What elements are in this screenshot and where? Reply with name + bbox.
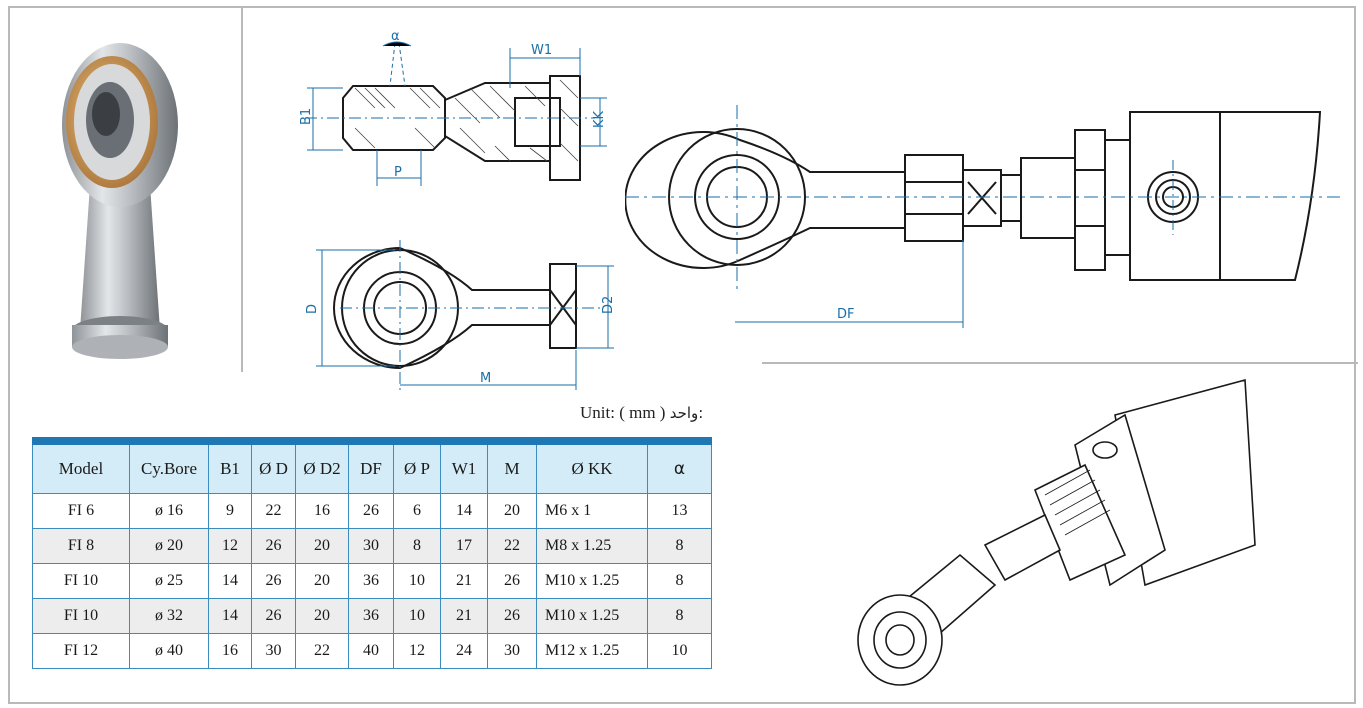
label-b1: B1 [299, 108, 314, 125]
cell-m: 20 [487, 493, 537, 529]
cell-model: FI 10 [32, 563, 130, 599]
header-w1: W1 [440, 441, 488, 494]
cell-df: 40 [348, 633, 394, 669]
cell-p: 8 [393, 528, 441, 564]
cell-df: 36 [348, 563, 394, 599]
cell-cy-bore: ø 20 [129, 528, 209, 564]
label-d: D [305, 304, 320, 314]
cell-alpha: 8 [647, 563, 712, 599]
cell-kk: M6 x 1 [536, 493, 648, 529]
cell-w1: 17 [440, 528, 488, 564]
cell-df: 36 [348, 598, 394, 634]
table-row: FI 8 ø 20 12 26 20 30 8 17 22 M8 x 1.25 … [32, 528, 712, 564]
cell-w1: 24 [440, 633, 488, 669]
divider-horizontal [762, 362, 1358, 364]
cell-alpha: 13 [647, 493, 712, 529]
cell-w1: 21 [440, 563, 488, 599]
header-model: Model [32, 441, 130, 494]
table-row: FI 10 ø 25 14 26 20 36 10 21 26 M10 x 1.… [32, 563, 712, 599]
cell-model: FI 12 [32, 633, 130, 669]
cell-d: 30 [251, 633, 296, 669]
header-m: M [487, 441, 537, 494]
cell-m: 26 [487, 598, 537, 634]
cell-d2: 20 [295, 563, 349, 599]
cell-b1: 14 [208, 563, 252, 599]
cell-d2: 22 [295, 633, 349, 669]
cell-m: 30 [487, 633, 537, 669]
cell-model: FI 10 [32, 598, 130, 634]
divider-vertical [241, 8, 243, 372]
table-row: FI 10 ø 32 14 26 20 36 10 21 26 M10 x 1.… [32, 598, 712, 634]
cell-b1: 12 [208, 528, 252, 564]
cell-p: 10 [393, 598, 441, 634]
label-alpha: α [391, 29, 400, 44]
cell-m: 26 [487, 563, 537, 599]
cell-d: 26 [251, 563, 296, 599]
label-w1: W1 [531, 43, 552, 58]
cell-b1: 9 [208, 493, 252, 529]
cell-b1: 14 [208, 598, 252, 634]
unit-persian-label: واحد: [669, 404, 704, 422]
assembly-drawing: DF [625, 105, 1340, 328]
label-df: DF [837, 307, 855, 322]
cell-p: 6 [393, 493, 441, 529]
header-b1: B1 [208, 441, 252, 494]
cell-kk: M8 x 1.25 [536, 528, 648, 564]
side-section-drawing: α B1 P W1 KK [299, 29, 607, 186]
header-alpha: α [647, 441, 712, 494]
cell-m: 22 [487, 528, 537, 564]
header-p: Ø P [393, 441, 441, 494]
unit-value: ( mm ) [619, 403, 666, 422]
front-view-drawing: D D2 M [305, 240, 616, 390]
page-frame [8, 6, 1356, 704]
cell-cy-bore: ø 16 [129, 493, 209, 529]
cell-cy-bore: ø 25 [129, 563, 209, 599]
cell-alpha: 8 [647, 598, 712, 634]
cell-df: 30 [348, 528, 394, 564]
cell-p: 10 [393, 563, 441, 599]
cell-alpha: 8 [647, 528, 712, 564]
cell-d: 22 [251, 493, 296, 529]
cell-d2: 16 [295, 493, 349, 529]
cell-df: 26 [348, 493, 394, 529]
cell-kk: M10 x 1.25 [536, 598, 648, 634]
cell-kk: M12 x 1.25 [536, 633, 648, 669]
unit-english-label: Unit: [580, 403, 615, 422]
cell-d2: 20 [295, 528, 349, 564]
cell-model: FI 8 [32, 528, 130, 564]
label-m: M [480, 371, 491, 386]
spec-table: Model Cy.Bore B1 Ø D Ø D2 DF Ø P W1 M Ø … [32, 437, 712, 669]
cell-model: FI 6 [32, 493, 130, 529]
cell-p: 12 [393, 633, 441, 669]
label-kk: KK [592, 110, 607, 128]
cell-w1: 14 [440, 493, 488, 529]
header-cy-bore: Cy.Bore [129, 441, 209, 494]
cell-d: 26 [251, 528, 296, 564]
cell-cy-bore: ø 40 [129, 633, 209, 669]
header-d2: Ø D2 [295, 441, 349, 494]
label-p: P [394, 165, 402, 180]
header-df: DF [348, 441, 394, 494]
cell-alpha: 10 [647, 633, 712, 669]
cell-kk: M10 x 1.25 [536, 563, 648, 599]
isometric-sketch [857, 378, 1256, 686]
unit-label: Unit: ( mm ) واحد: [580, 403, 703, 423]
label-d2: D2 [601, 296, 616, 314]
cell-b1: 16 [208, 633, 252, 669]
cell-d2: 20 [295, 598, 349, 634]
table-header-row: Model Cy.Bore B1 Ø D Ø D2 DF Ø P W1 M Ø … [32, 441, 712, 494]
cell-d: 26 [251, 598, 296, 634]
header-d: Ø D [251, 441, 296, 494]
cell-w1: 21 [440, 598, 488, 634]
header-kk: Ø KK [536, 441, 648, 494]
table-row: FI 6 ø 16 9 22 16 26 6 14 20 M6 x 1 13 [32, 493, 712, 529]
cell-cy-bore: ø 32 [129, 598, 209, 634]
table-row: FI 12 ø 40 16 30 22 40 12 24 30 M12 x 1.… [32, 633, 712, 669]
rod-end-photo [62, 43, 178, 359]
